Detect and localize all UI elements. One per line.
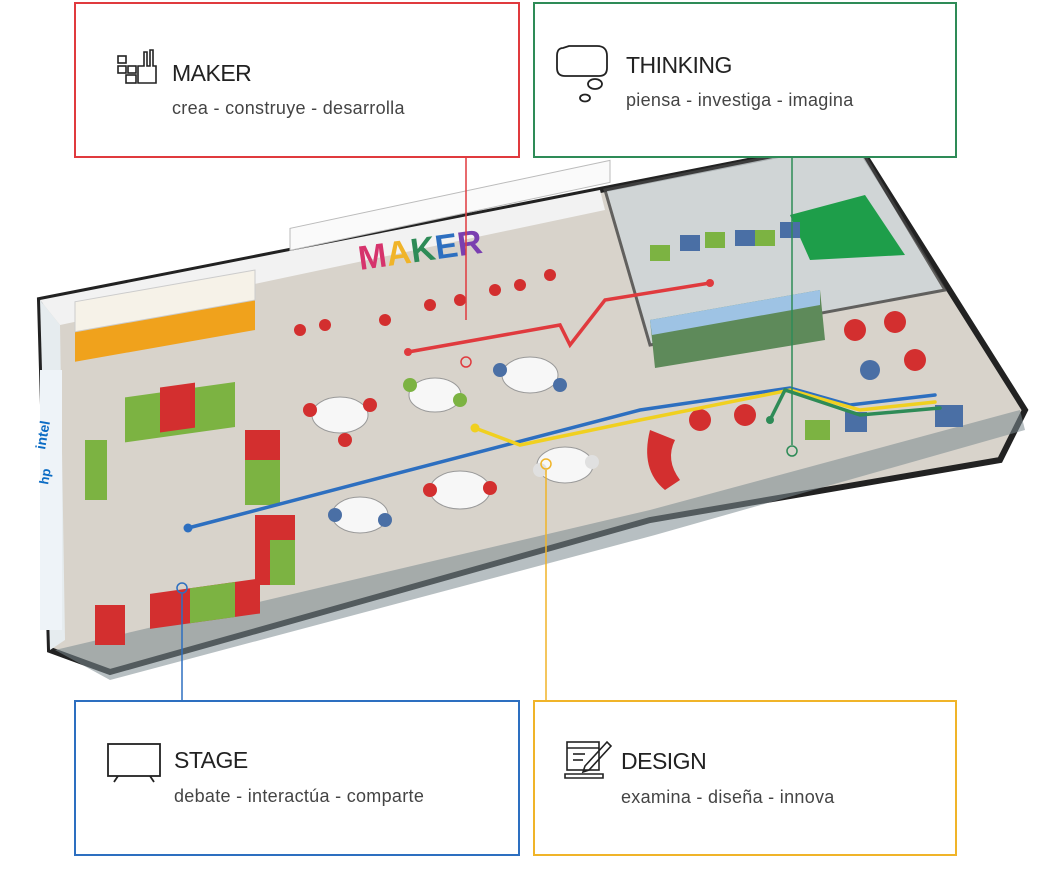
round-tables	[311, 356, 594, 534]
design-title: DESIGN	[621, 748, 707, 774]
thinking-path	[768, 387, 942, 422]
hp-logo: hp	[36, 467, 54, 485]
thinking-subtitle: piensa - investiga - imagina	[626, 90, 854, 110]
stage-subtitle: debate - interactúa - comparte	[174, 786, 425, 806]
stage-path-start	[183, 523, 193, 533]
green-screen	[790, 195, 905, 260]
stage-seating	[85, 381, 295, 645]
maker-title: MAKER	[172, 60, 252, 86]
design-path-start	[470, 423, 480, 433]
thinking-title: THINKING	[626, 52, 732, 78]
thought-bubble-icon	[555, 42, 615, 109]
maker-path	[406, 281, 712, 354]
stage-title: STAGE	[174, 747, 248, 773]
design-path	[473, 388, 937, 447]
callout-connectors	[176, 158, 798, 702]
brand-wall: intel hp	[32, 370, 62, 630]
design-subtitle: examina - diseña - innova	[621, 787, 835, 807]
maker-path-start	[404, 348, 412, 356]
stage-path	[186, 386, 937, 530]
thinking-path-start	[766, 416, 774, 424]
maker-subtitle: crea - construye - desarrolla	[172, 98, 405, 118]
maker-zone-card: MAKER crea - construye - desarrolla	[74, 2, 520, 158]
monitor-icon	[106, 742, 164, 789]
design-furniture	[647, 222, 963, 490]
stage-zone-card: STAGE debate - interactúa - comparte	[74, 700, 520, 856]
storage-shelves	[74, 269, 256, 362]
maker-bench	[289, 159, 611, 251]
wall-screen-sky	[650, 290, 820, 335]
front-glass-wall	[55, 410, 1025, 680]
maker-blocks-icon	[116, 46, 160, 91]
thinking-zone-card: THINKING piensa - investiga - imagina	[533, 2, 957, 158]
intel-logo: intel	[32, 419, 53, 450]
chairs	[294, 269, 599, 527]
maker-wall-sign: MAKER	[356, 223, 485, 278]
design-zone-card: DESIGN examina - diseña - innova	[533, 700, 957, 856]
zone-paths	[186, 281, 942, 530]
maker-path-end	[706, 279, 714, 287]
drawing-pad-icon	[563, 738, 613, 787]
